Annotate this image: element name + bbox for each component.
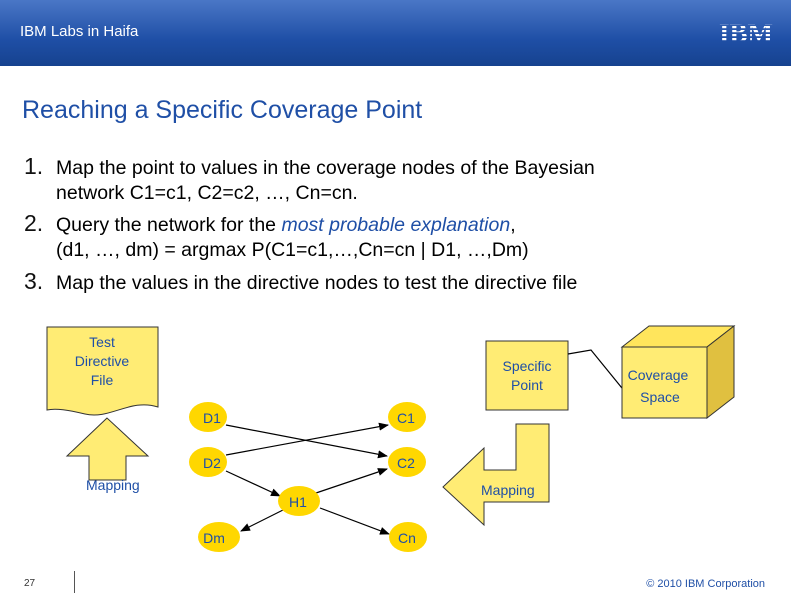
edge-h1-cn: [319, 507, 390, 535]
svg-text:IBM: IBM: [719, 18, 773, 46]
node-d2-label: D2: [203, 455, 221, 471]
step-2-text-pre: Query the network for the: [56, 214, 282, 236]
node-cn: [389, 522, 427, 552]
test-directive-file-shape: [46, 326, 159, 416]
test-file-label-2: Directive: [75, 353, 130, 369]
edge-d2-c1: [225, 422, 389, 456]
step-1-continuation: network C1=c1, C2=c2, …, Cn=cn.: [56, 182, 358, 204]
edge-d2-h1: [225, 470, 281, 497]
slide-title: Reaching a Specific Coverage Point: [22, 96, 423, 124]
step-1: 1. Map the point to values in the coverag…: [24, 152, 704, 182]
node-c1-label: C1: [397, 410, 415, 426]
coverage-space-label-2: Space: [640, 389, 680, 405]
step-3: 3. Map the values in the directive nodes …: [24, 267, 704, 297]
node-d1: [189, 402, 227, 432]
node-h1: [278, 486, 320, 516]
edge-h1-c2: [315, 468, 388, 494]
step-1-text: Map the point to values in the coverage …: [56, 157, 595, 179]
coverage-space-label-1: Coverage: [628, 367, 689, 383]
node-d2: [189, 447, 227, 477]
step-2-text-post: ,: [510, 214, 516, 236]
step-2-number: 2.: [24, 210, 44, 236]
step-2-emphasis: most probable explanation: [281, 214, 511, 236]
specific-point-box: [485, 340, 569, 411]
ibm-logo-icon: IBM: [719, 18, 773, 46]
step-3-text: Map the values in the directive nodes to…: [56, 272, 578, 294]
step-2: 2. Query the network for the most probabl…: [24, 209, 704, 239]
specific-point-label-1: Specific: [502, 358, 551, 374]
mapping-label-left: Mapping: [86, 477, 140, 493]
coverage-cube-front: [621, 346, 708, 419]
mapping-label-right: Mapping: [481, 482, 535, 498]
test-file-label-1: Test: [89, 334, 115, 350]
node-cn-label: Cn: [398, 530, 416, 546]
node-h1-label: H1: [289, 494, 307, 510]
node-dm: [198, 522, 240, 552]
node-c2: [388, 447, 426, 477]
step-3-number: 3.: [24, 268, 44, 294]
page-number: 27: [24, 578, 36, 589]
step-2-continuation: (d1, …, dm) = argmax P(C1=c1,…,Cn=cn | D…: [56, 239, 529, 261]
node-dm-label: Dm: [203, 530, 225, 546]
mapping-arrow-up-left: [65, 417, 150, 481]
edge-h1-dm: [240, 508, 286, 532]
node-c2-label: C2: [397, 455, 415, 471]
mapping-arrow-left-right: [442, 423, 550, 527]
footer-divider: [74, 571, 75, 593]
copyright: © 2010 IBM Corporation: [646, 578, 765, 590]
lab-name: IBM Labs in Haifa: [20, 23, 139, 40]
node-d1-label: D1: [203, 410, 221, 426]
connector-line: [567, 349, 627, 394]
specific-point-label-2: Point: [511, 377, 543, 393]
node-c1: [388, 402, 426, 432]
step-1-number: 1.: [24, 153, 44, 179]
test-file-label-3: File: [91, 372, 114, 388]
slide-header: IBM Labs in Haifa IBM: [0, 0, 791, 66]
